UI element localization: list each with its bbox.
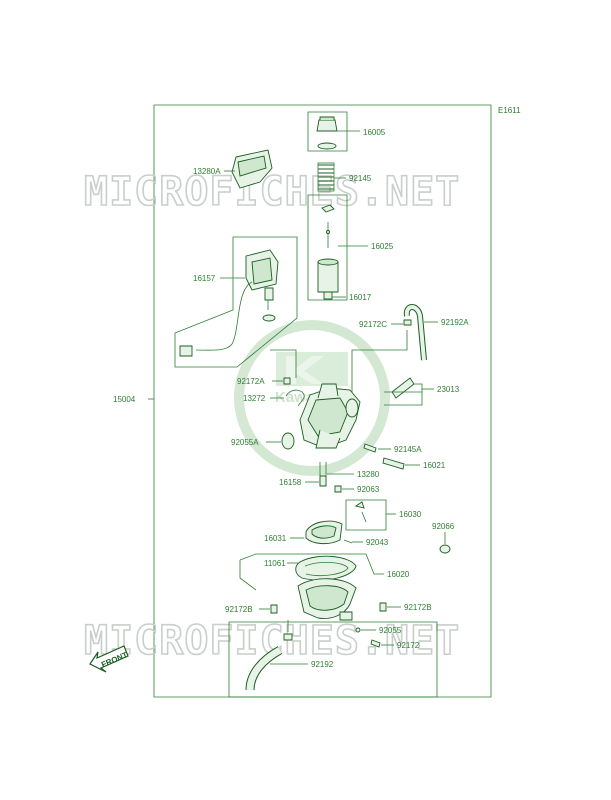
gasket-11061 [287,555,357,581]
part-label-16158: 16158 [279,478,302,487]
autochoke-16157 [179,249,279,357]
cover-13280A [224,149,273,189]
float-pin-16030 [345,499,396,531]
part-label-11061: 11061 [264,559,286,568]
hose-92192 [245,646,308,691]
part-label-13280A: 13280A [193,167,221,176]
part-label-92055A: 92055A [231,438,259,447]
screw-16021 [382,457,420,470]
screw-92172 [370,639,394,648]
part-label-92192: 92192 [311,660,334,669]
o-ring-92055A [266,432,295,450]
slide-16025 [317,204,368,293]
main-frame [153,104,492,698]
spring-92145A [363,443,391,453]
needle-jet-16017 [323,291,346,300]
drain-hose-frame [228,621,438,698]
part-label-92145A: 92145A [394,445,422,454]
part-label-16017: 16017 [349,293,372,302]
slide-assembly-frame [307,194,348,301]
part-label-13272: 13272 [243,394,266,403]
hose-92192A [403,304,438,361]
clip-92066 [439,532,451,554]
diagram-code: E1611 [498,106,521,115]
part-label-16157: 16157 [193,274,216,283]
plate-13272 [270,389,305,407]
part-label-16021: 16021 [423,461,446,470]
screw-92172B-left [259,604,278,614]
float-16031 [290,520,343,545]
jet-92063 [334,485,354,493]
spring-92145 [317,162,346,192]
screw-92172A [270,349,297,385]
part-label-16005: 16005 [363,128,386,137]
part-label-92192A: 92192A [441,318,469,327]
part-label-13280: 13280 [357,470,380,479]
part-label-92043: 92043 [366,538,389,547]
clip-92172C [351,319,412,392]
part-label-92055: 92055 [379,626,402,635]
part-label-92145: 92145 [349,174,372,183]
autochoke-frame [174,236,298,368]
needle-assembly-frame [307,111,348,152]
screw-92172B-right [379,602,401,612]
float-bowl [283,578,357,641]
cap-16005 [316,116,360,150]
part-label-16031: 16031 [264,534,287,543]
part-label-92172C: 92172C [359,320,387,329]
part-label-23013: 23013 [437,385,460,394]
screw-23013 [384,377,434,406]
carburetor-body [299,383,361,449]
o-ring-92055 [355,627,376,633]
part-label-16030: 16030 [399,510,422,519]
bracket-16020 [239,553,384,591]
part-label-92066: 92066 [432,522,455,531]
part-label-92172B-left: 92172B [225,605,253,614]
jet-16158 [305,475,327,487]
part-label-15004: 15004 [113,395,136,404]
watermark-top: MICROFICHES.NET [84,169,460,215]
part-label-92172B-right: 92172B [404,603,432,612]
part-label-92172: 92172 [397,641,420,650]
needle-valve-92043 [343,539,363,544]
part-label-16020: 16020 [387,570,410,579]
part-label-92063: 92063 [357,485,380,494]
part-label-16025: 16025 [371,242,394,251]
part-label-92172A: 92172A [237,377,265,386]
